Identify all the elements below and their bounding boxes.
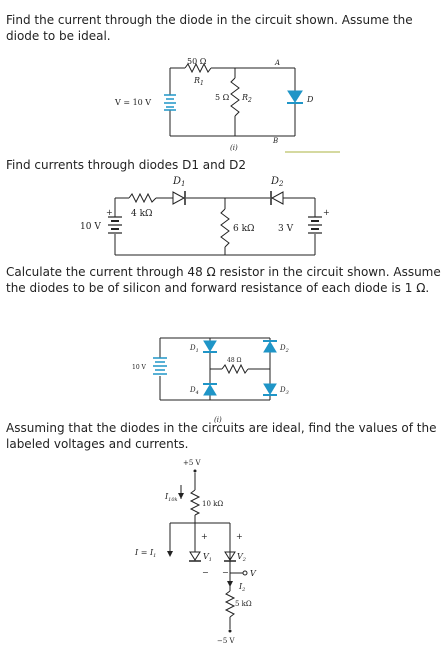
diode-d3-icon bbox=[263, 383, 277, 396]
caption: (i) bbox=[230, 144, 238, 152]
v-right-value: 3 V bbox=[278, 224, 294, 234]
r-top-value: 10 kΩ bbox=[202, 500, 223, 508]
question-4-text: Assuming that the diodes in the circuits… bbox=[6, 421, 437, 451]
r-mid-value: 6 kΩ bbox=[233, 224, 255, 234]
r2-label: R2 bbox=[241, 93, 252, 104]
minus-2: − bbox=[222, 568, 229, 577]
circuit-4: +5 V −5 V I10k 10 kΩ 5 kΩ I = I1 V1 V2 I… bbox=[134, 459, 257, 645]
vpos-label: +5 V bbox=[183, 459, 202, 467]
d1-label: D1 bbox=[172, 176, 186, 188]
battery-right-icon bbox=[308, 216, 322, 234]
vneg-label: −5 V bbox=[217, 637, 236, 645]
question-1-text: Find the current through the diode in th… bbox=[6, 13, 413, 43]
diode-d4-icon bbox=[203, 383, 217, 396]
circuit-2: D1 D2 4 kΩ 10 V + 6 kΩ 3 V + bbox=[80, 176, 330, 256]
source-voltage: 10 V bbox=[132, 364, 147, 371]
diode-1-icon bbox=[189, 551, 201, 562]
plus-2: + bbox=[236, 532, 243, 541]
node-a: A bbox=[274, 59, 280, 67]
r-bot-value: 5 kΩ bbox=[235, 600, 252, 608]
d3-label: D3 bbox=[279, 386, 289, 396]
diode-d2-icon bbox=[270, 191, 284, 205]
source-voltage: V = 10 V bbox=[114, 98, 151, 107]
v2-label: V2 bbox=[237, 552, 246, 563]
diode-icon bbox=[287, 90, 303, 104]
circuit-1: 50 Ω R1 5 Ω R2 V = 10 V A B D (i) bbox=[114, 57, 340, 153]
r1-value: 50 Ω bbox=[187, 57, 207, 66]
v1-label: V1 bbox=[203, 552, 212, 563]
d2-label: D2 bbox=[279, 344, 289, 354]
plus-1: + bbox=[201, 532, 208, 541]
diode-label: D bbox=[306, 95, 314, 104]
v-left-value: 10 V bbox=[80, 222, 101, 232]
minus-1: − bbox=[202, 568, 209, 577]
r-value: 48 Ω bbox=[227, 357, 242, 364]
diode-2-icon bbox=[224, 551, 236, 562]
question-3-text: Calculate the current through 48 Ω resis… bbox=[6, 265, 441, 295]
node-b: B bbox=[272, 137, 278, 145]
v-out-label: V bbox=[250, 569, 257, 578]
circuit-3: D1 D2 D3 D4 48 Ω 10 V (i) bbox=[132, 337, 289, 424]
caption: (i) bbox=[214, 416, 222, 424]
diode-d1-icon bbox=[172, 191, 186, 205]
d4-label: D4 bbox=[189, 386, 199, 396]
i2-label: I2 bbox=[238, 582, 245, 593]
battery-icon bbox=[164, 94, 176, 111]
plus-right: + bbox=[323, 208, 330, 217]
plus-left: + bbox=[106, 208, 113, 217]
i10k-label: I10k bbox=[164, 492, 178, 503]
d1-label: D1 bbox=[189, 344, 199, 354]
diode-d1-icon bbox=[203, 340, 217, 353]
diode-d2-icon bbox=[263, 340, 277, 353]
battery-left-icon bbox=[108, 216, 122, 234]
i-eq-label: I = I1 bbox=[134, 548, 156, 559]
battery-icon bbox=[153, 357, 167, 375]
question-2-text: Find currents through diodes D1 and D2 bbox=[6, 158, 247, 172]
d2-label: D2 bbox=[270, 176, 284, 188]
r2-value: 5 Ω bbox=[215, 93, 230, 102]
r-left-value: 4 kΩ bbox=[131, 209, 153, 219]
r1-label: R1 bbox=[193, 76, 204, 87]
